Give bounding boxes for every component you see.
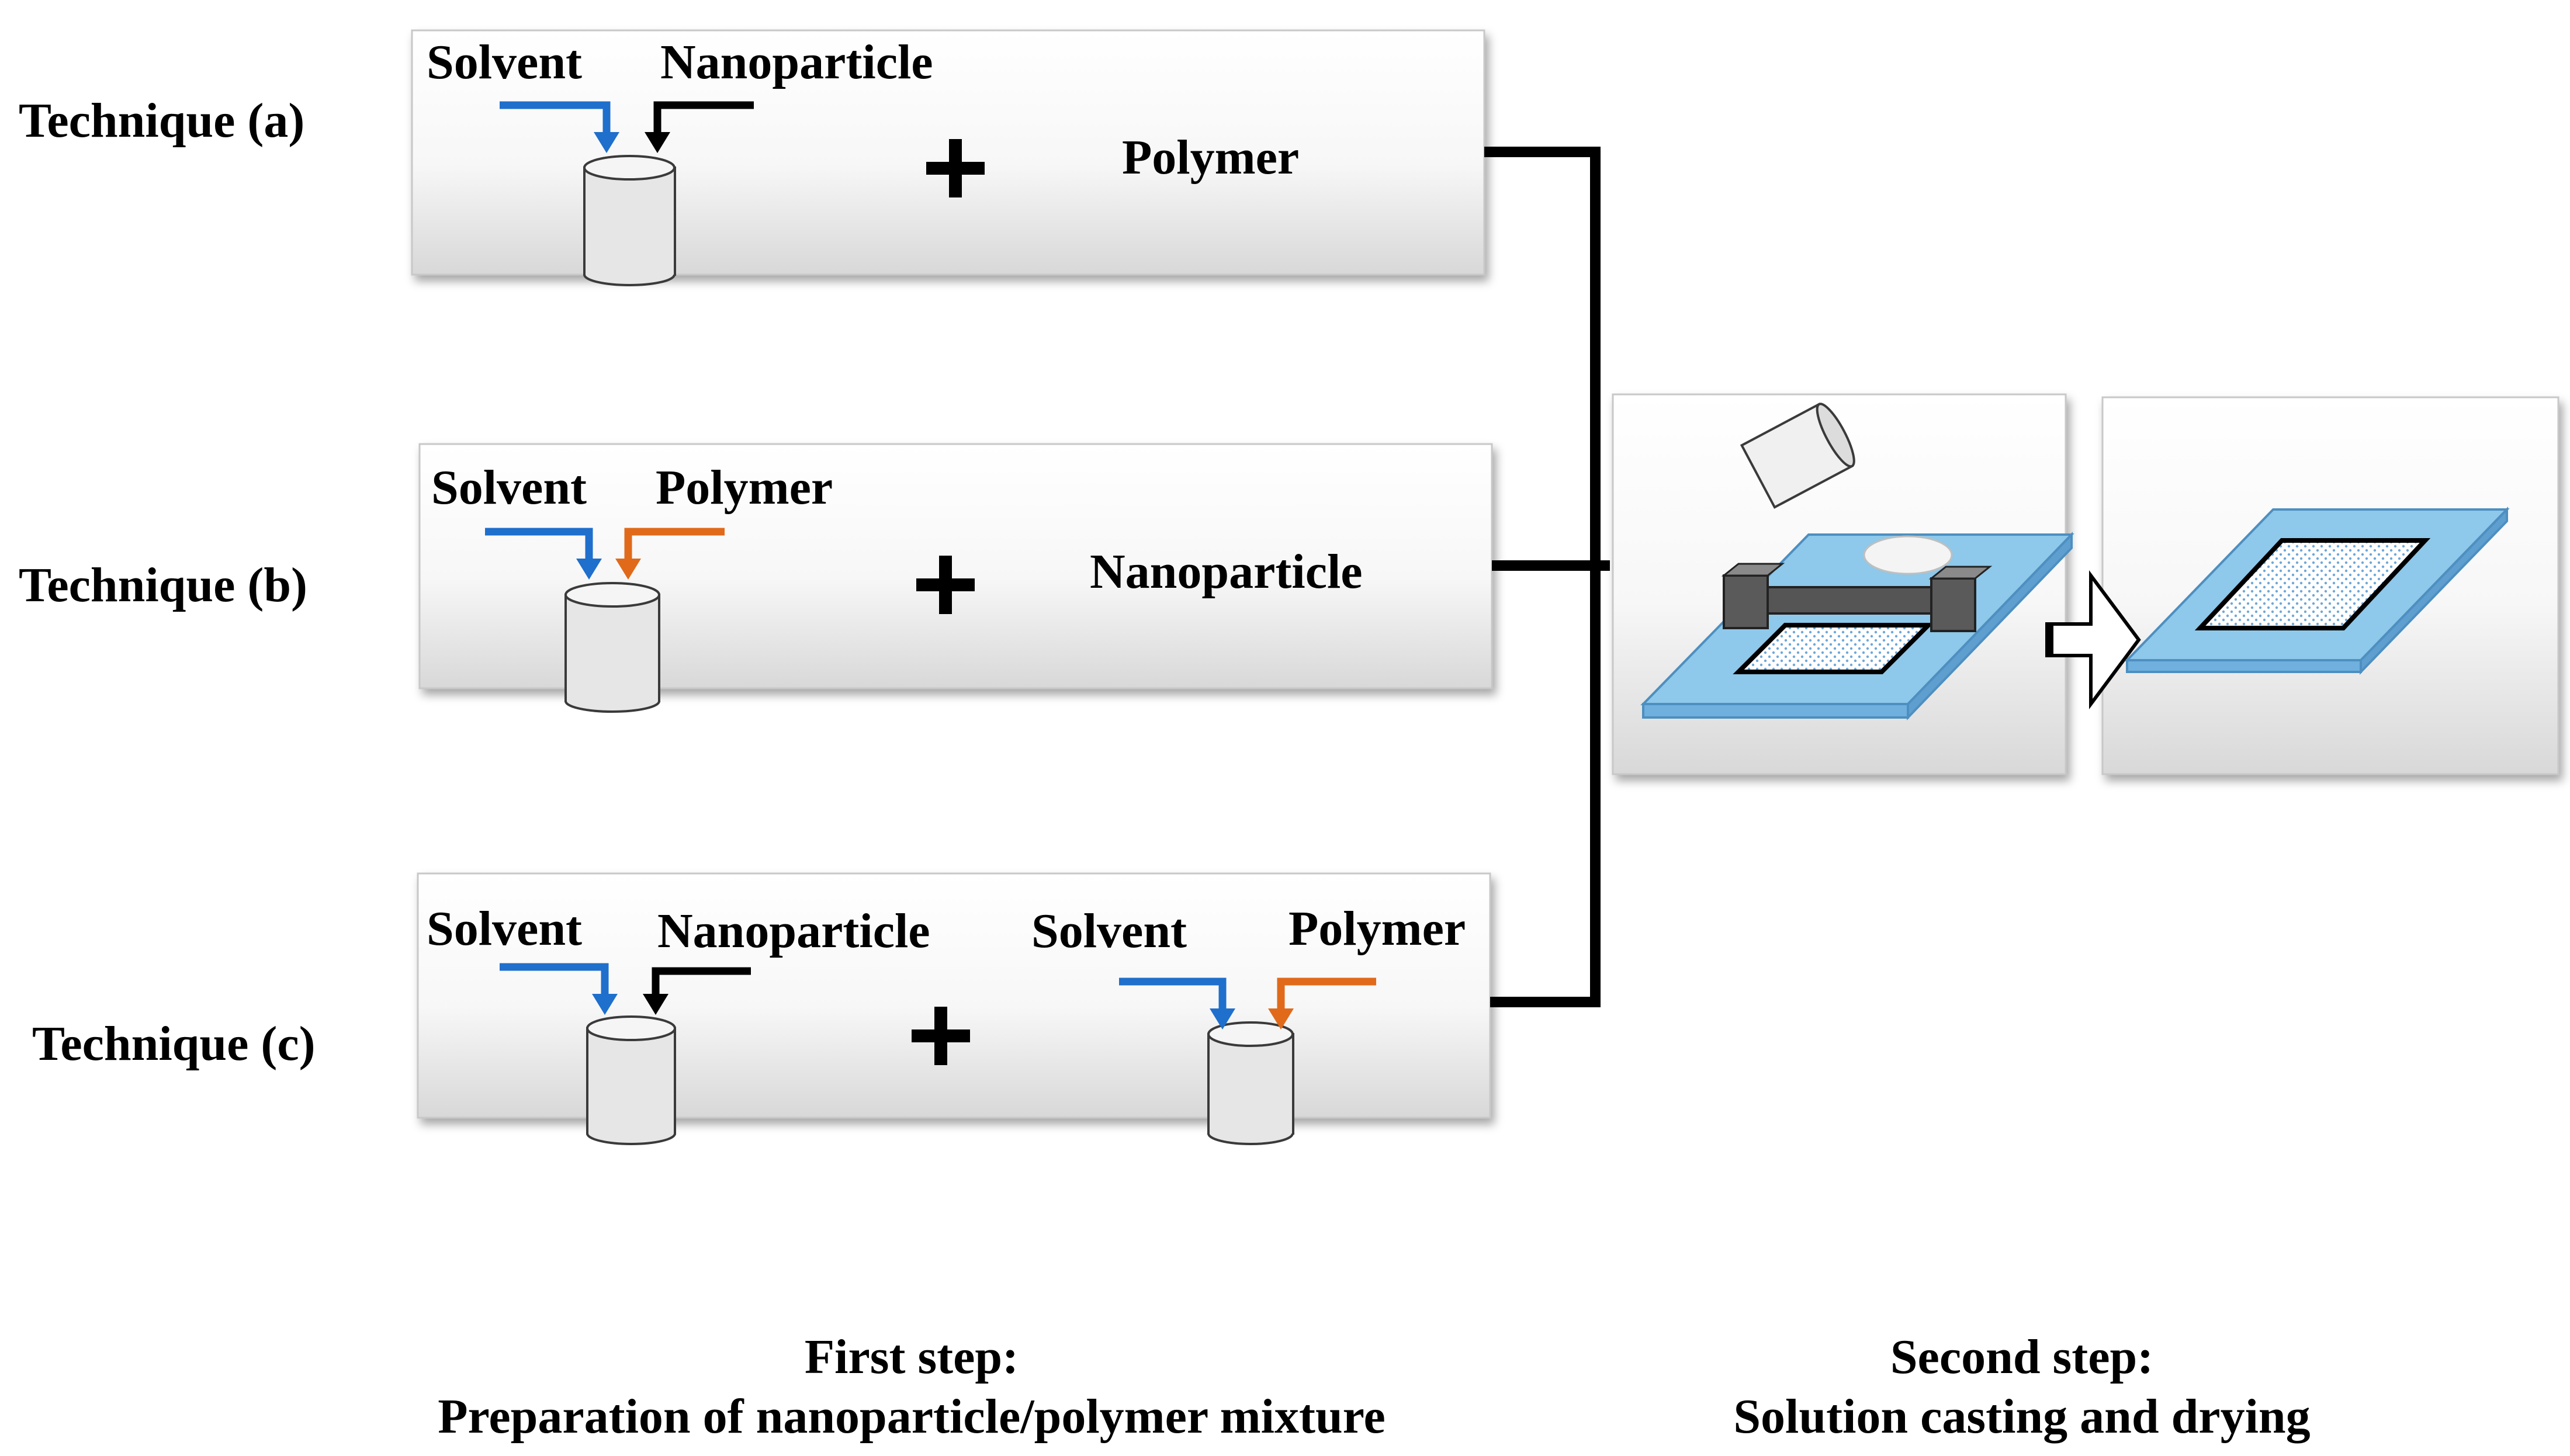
film-applicator-icon	[1721, 563, 1993, 632]
polymer-arrow-b	[615, 528, 725, 580]
solvent-label-b: Solvent	[431, 460, 587, 515]
polymer-arrow-c2	[1268, 977, 1376, 1029]
first-step-caption: First step: Preparation of nanoparticle/…	[327, 1327, 1496, 1447]
cast-film-wet	[1733, 623, 1934, 674]
solvent-arrow-a	[500, 101, 619, 153]
drying-arrow-stripe	[2045, 622, 2053, 657]
polymer-label-c2: Polymer	[1289, 902, 1466, 956]
technique-b-label: Technique (b)	[19, 558, 308, 612]
drying-arrow-icon	[2046, 570, 2141, 710]
first-step-subtitle: Preparation of nanoparticle/polymer mixt…	[438, 1389, 1386, 1444]
connector-bracket	[1484, 147, 1610, 1007]
polymer-solution-puddle	[1863, 535, 1953, 575]
second-step-caption: Second step: Solution casting and drying	[1613, 1327, 2431, 1447]
nanoparticle-label-c1: Nanoparticle	[657, 904, 930, 958]
polymer-label-b: Polymer	[656, 460, 833, 515]
solvent-arrow-c2	[1119, 977, 1235, 1029]
nanoparticle-arrow-a	[645, 101, 754, 153]
beaker-c1	[586, 1015, 676, 1145]
solvent-arrow-c1	[500, 963, 618, 1015]
polymer-label-a: Polymer	[1122, 130, 1300, 185]
plus-icon-a	[926, 139, 985, 197]
beaker-a	[583, 155, 676, 286]
solvent-arrow-b	[485, 528, 602, 580]
dried-film	[2194, 538, 2431, 630]
plus-icon-b	[916, 556, 975, 614]
plus-icon-c	[912, 1007, 970, 1065]
technique-c-label: Technique (c)	[32, 1017, 316, 1071]
second-step-subtitle: Solution casting and drying	[1733, 1389, 2311, 1444]
nanoparticle-label-b: Nanoparticle	[1090, 545, 1363, 599]
technique-a-label: Technique (a)	[19, 93, 305, 148]
first-step-title: First step:	[804, 1330, 1019, 1384]
nanoparticle-label-a: Nanoparticle	[660, 35, 933, 89]
tilted-beaker-icon	[1740, 403, 1855, 509]
solvent-label-c1: Solvent	[427, 902, 583, 956]
beaker-c2	[1207, 1021, 1294, 1145]
beaker-b	[564, 582, 660, 713]
nanoparticle-arrow-c1	[643, 967, 751, 1015]
solvent-label-a: Solvent	[427, 35, 583, 89]
second-step-title: Second step:	[1890, 1330, 2154, 1384]
solvent-label-c2: Solvent	[1031, 904, 1187, 958]
